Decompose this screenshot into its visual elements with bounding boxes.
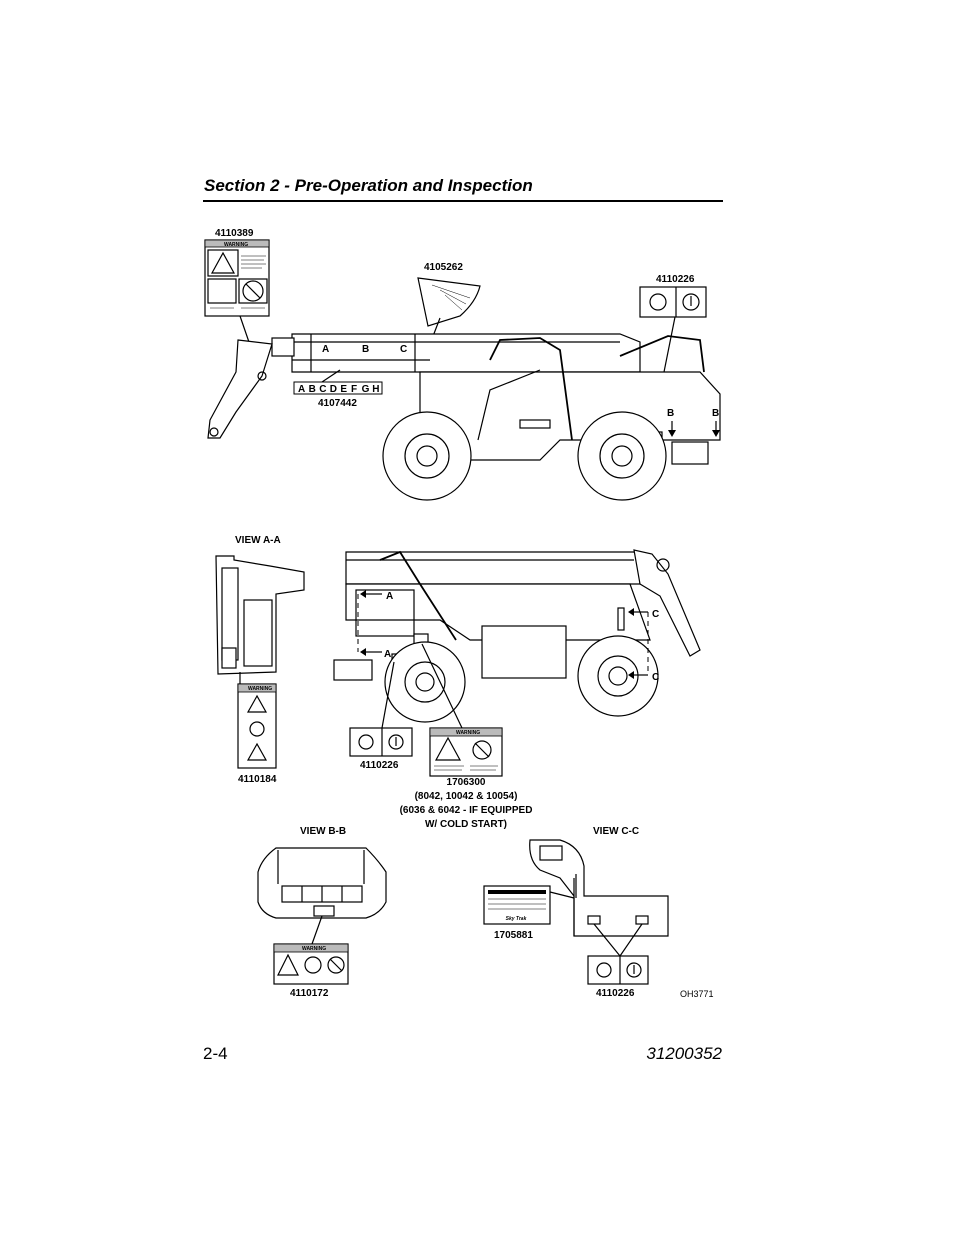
section-title: Section 2 - Pre-Operation and Inspection xyxy=(204,176,533,195)
rear-side-view: A A C C xyxy=(333,549,701,723)
label-1706300-cold-start: W/ COLD START) xyxy=(425,819,507,830)
side-view: 4110389 WARNING 4105262 xyxy=(204,228,721,501)
label-view-cc: VIEW C-C xyxy=(593,826,639,837)
label-4105262: 4105262 xyxy=(424,262,463,273)
section-mark-c-lower: C xyxy=(652,672,659,683)
fork-carriage xyxy=(207,339,273,439)
label-1705881: 1705881 xyxy=(494,930,533,941)
decal-4110389: WARNING xyxy=(204,239,270,317)
view-aa: VIEW A-A xyxy=(215,535,305,684)
strip-letter: E xyxy=(340,384,347,395)
leader-4107442 xyxy=(321,369,341,383)
decal-4110184: WARNING xyxy=(237,683,277,769)
figure-id: OH3771 xyxy=(680,989,714,999)
front-wheel xyxy=(382,411,472,501)
section-mark-b-right: B xyxy=(712,408,719,419)
section-mark-a-lower: A xyxy=(384,649,391,660)
boom-mark-c: C xyxy=(400,344,407,355)
strip-letter: F xyxy=(351,384,357,395)
label-1706300-models: (8042, 10042 & 10054) xyxy=(415,791,518,802)
decal-4110184-warning: WARNING xyxy=(248,686,272,692)
title-rule xyxy=(203,200,723,202)
decal-4110389-warning: WARNING xyxy=(224,242,248,248)
page-number: 2-4 xyxy=(203,1044,228,1063)
strip-letter: C xyxy=(319,384,326,395)
label-4107442: 4107442 xyxy=(318,398,357,409)
decal-4110226-bottom xyxy=(587,955,649,985)
decal-1705881-brand: Sky Trak xyxy=(506,916,527,922)
decal-1705881: Sky Trak xyxy=(483,885,551,925)
decal-4110226-mid xyxy=(349,727,413,757)
view-bb: VIEW B-B xyxy=(257,826,387,945)
label-1706300-equipped: (6036 & 6042 - IF EQUIPPED xyxy=(400,805,533,816)
strip-letter: B xyxy=(309,384,316,395)
decal-1706300: WARNING xyxy=(429,727,503,777)
view-cc: VIEW C-C xyxy=(529,826,669,957)
strip-letter: G xyxy=(362,384,370,395)
strip-letter: D xyxy=(330,384,337,395)
strip-letter: A xyxy=(298,384,305,395)
boom-mark-a: A xyxy=(322,344,329,355)
rear-wheel xyxy=(577,411,667,501)
boom xyxy=(271,333,641,373)
decal-4110172: WARNING xyxy=(273,943,349,985)
leader-4110389 xyxy=(239,315,251,346)
section-mark-a-upper: A xyxy=(386,591,393,602)
decal-1706300-warning: WARNING xyxy=(456,730,480,736)
label-4110226-mid: 4110226 xyxy=(360,760,399,771)
label-view-bb: VIEW B-B xyxy=(300,826,346,837)
label-1706300: 1706300 xyxy=(447,777,486,788)
decal-4105262 xyxy=(417,277,481,327)
label-4110389: 4110389 xyxy=(215,228,254,239)
decal-4110172-warning: WARNING xyxy=(302,946,326,952)
decal-4110226-top xyxy=(639,286,707,318)
section-mark-b-left: B xyxy=(667,408,674,419)
label-4110184: 4110184 xyxy=(238,774,277,785)
section-mark-c-upper: C xyxy=(652,609,659,620)
boom-mark-b: B xyxy=(362,344,369,355)
doc-number: 31200352 xyxy=(646,1044,722,1063)
strip-letter: H xyxy=(372,384,379,395)
label-4110226-bottom: 4110226 xyxy=(596,988,635,999)
label-1706300-block: 1706300 (8042, 10042 & 10054) (6036 & 60… xyxy=(400,777,533,830)
label-4110226-top: 4110226 xyxy=(656,274,695,285)
label-view-aa: VIEW A-A xyxy=(235,535,281,546)
label-4110172: 4110172 xyxy=(290,988,329,999)
